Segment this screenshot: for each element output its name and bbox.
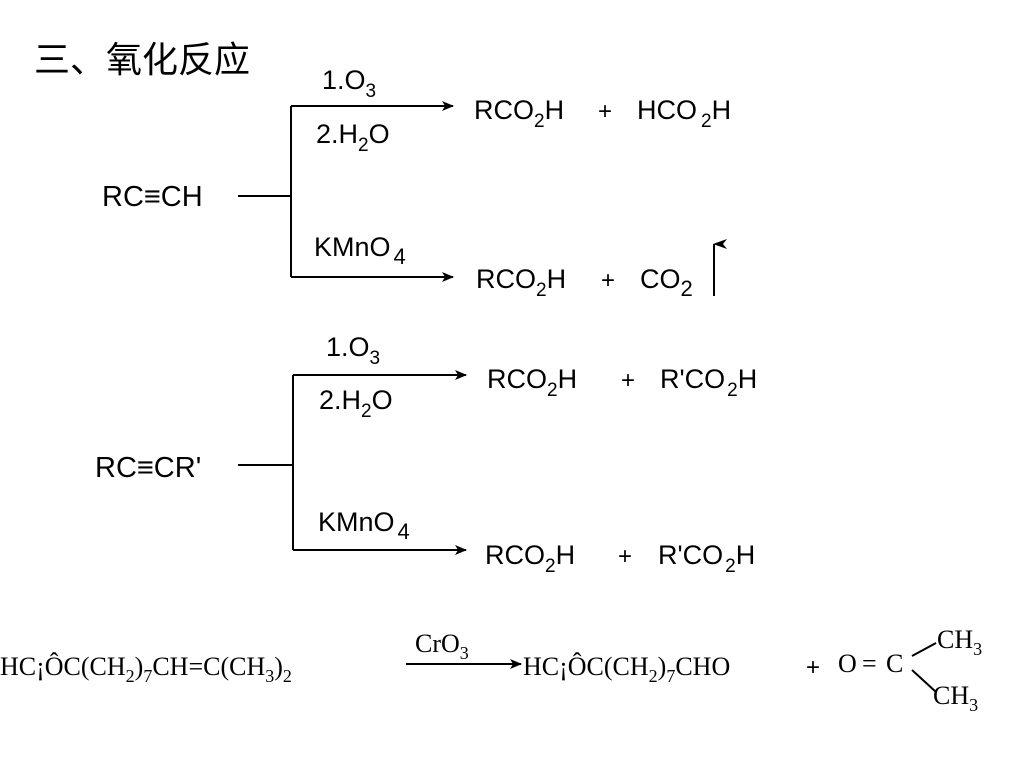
reagent-water: 2.H2O (319, 385, 393, 422)
reagent-chromium-trioxide: CrO3 (415, 629, 469, 663)
plus-sign: + (601, 267, 615, 294)
reagent-ozone: 1.O3 (326, 332, 380, 369)
reaction-3-chromium-trioxide-oxidation: HC¡ÔC(CH2)7CH=C(CH3)2 CrO3 HC¡ÔC(CH2)7CH… (0, 625, 982, 715)
section-title: 三、氧化反应 (34, 39, 250, 80)
product-aldehyde: HC¡ÔC(CH2)7CHO (523, 652, 730, 686)
bond-line-lower (911, 669, 937, 693)
reactant-enyne: HC¡ÔC(CH2)7CH=C(CH3)2 (0, 652, 292, 686)
methyl-group-bottom: CH3 (933, 681, 978, 715)
product-acetone: O = C CH3 CH3 (838, 625, 982, 715)
reagent-water: 2.H2O (316, 119, 390, 156)
product-carboxylic-acid: RCO2H (487, 364, 577, 401)
product-carboxylic-acid: RCO2H (485, 540, 575, 577)
plus-sign: + (598, 98, 612, 125)
acetone-double-bond: = (862, 649, 877, 678)
bond-line-upper (911, 642, 937, 657)
reactant-internal-alkyne: RC≡CR' (95, 452, 201, 484)
acetone-carbon: C (886, 649, 903, 678)
plus-sign: + (806, 654, 820, 681)
reagent-ozone: 1.O3 (322, 65, 376, 102)
plus-sign: + (621, 367, 635, 394)
reactant-terminal-alkyne: RC≡CH (102, 181, 203, 213)
methyl-group-top: CH3 (937, 625, 982, 659)
plus-sign: + (618, 543, 632, 570)
acetone-oxygen: O (838, 649, 857, 678)
product-carboxylic-acid: RCO2H (474, 95, 564, 132)
product-carbon-dioxide: CO2 (640, 264, 693, 301)
product-carboxylic-acid: RCO2H (476, 264, 566, 301)
